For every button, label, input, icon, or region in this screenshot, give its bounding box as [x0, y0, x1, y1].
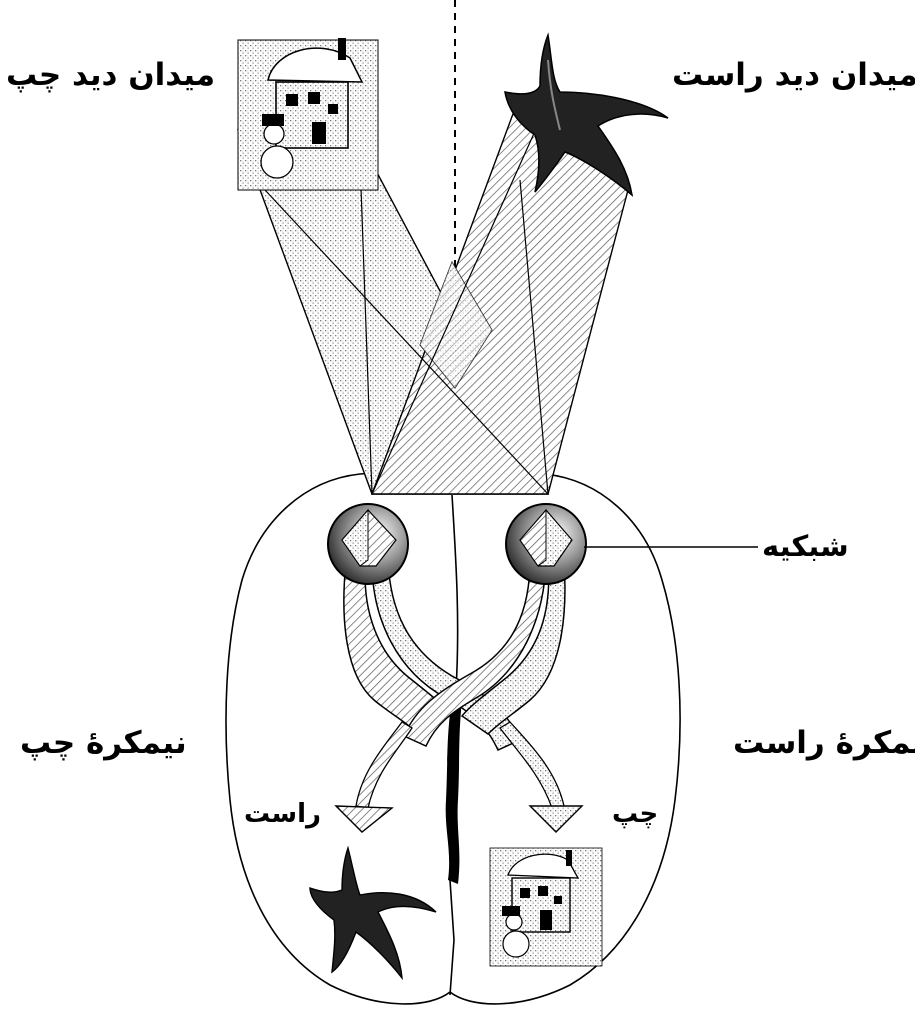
house-snowman-icon: [490, 848, 602, 966]
left-hemisphere-label: نیمکرۀ چپ: [20, 728, 187, 759]
right-hemisphere-label: نیمکرۀ راست: [733, 728, 915, 759]
house-snowman-icon: [238, 38, 378, 190]
right-tract-label: راست: [244, 801, 321, 827]
left-tract-label: چپ: [612, 801, 658, 827]
right-visual-field-label: میدان دید راست: [672, 60, 915, 91]
left-eye-icon: [328, 504, 408, 584]
right-eye-icon: [506, 504, 586, 584]
retina-label: شبکیه: [762, 532, 849, 561]
left-visual-field-label: میدان دید چپ: [6, 60, 215, 91]
